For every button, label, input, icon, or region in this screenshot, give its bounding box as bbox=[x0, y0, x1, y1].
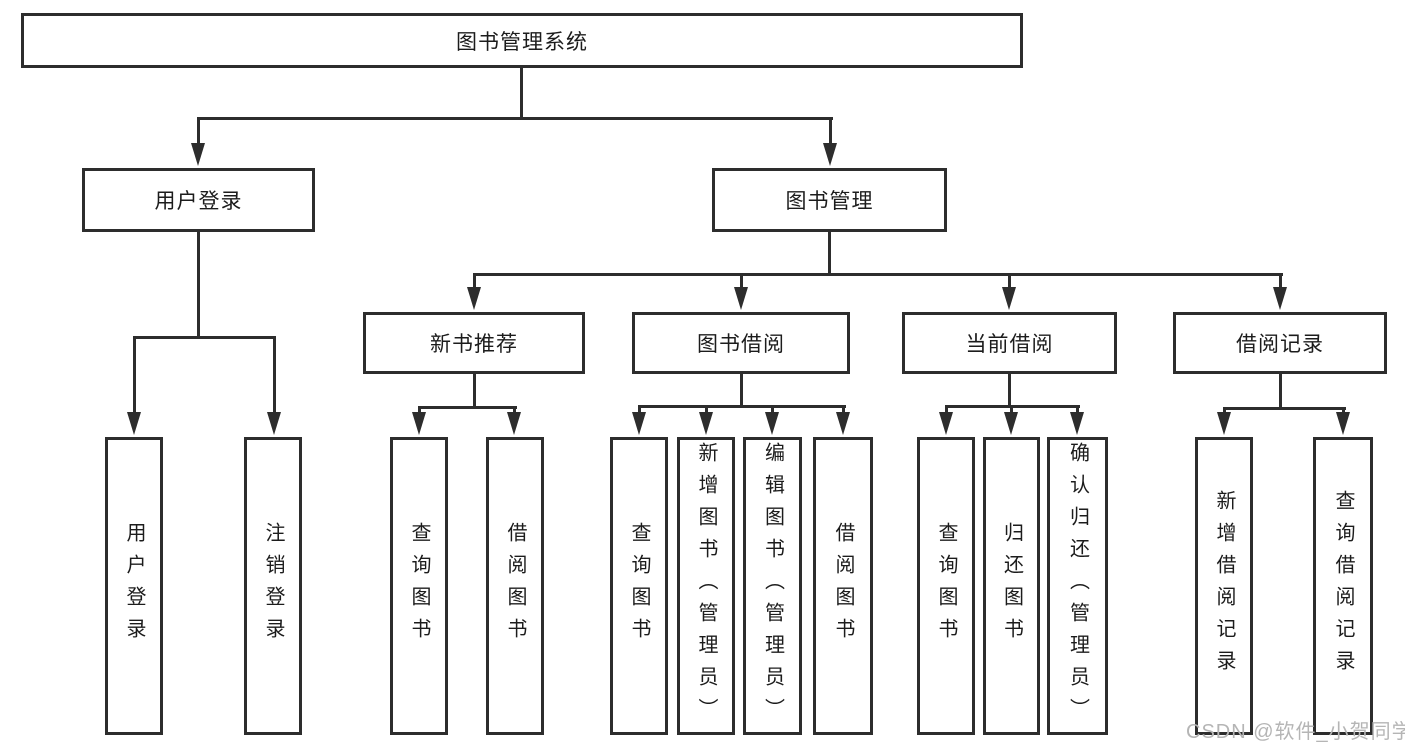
connector-current-borrow-stem bbox=[1008, 374, 1011, 408]
leaf-current-return-books: 归还图书 bbox=[983, 437, 1040, 735]
node-current-borrow: 当前借阅 bbox=[902, 312, 1117, 374]
leaf-current-return-books-label: 归还图书 bbox=[1000, 522, 1023, 650]
connector-drop-bb-query bbox=[638, 405, 641, 416]
connector-drop-bb-borrow bbox=[842, 405, 845, 416]
connector-drop-nb-borrow bbox=[513, 406, 516, 416]
node-user-login: 用户登录 bbox=[82, 168, 315, 232]
leaf-current-confirm-return-admin: 确认归还（管理员） bbox=[1047, 437, 1108, 735]
arrowhead-book-mgmt bbox=[823, 143, 837, 166]
connector-user-login-hbar bbox=[133, 336, 276, 339]
arrowhead-bb-add bbox=[699, 412, 713, 435]
connector-book-borrow-hbar bbox=[638, 405, 846, 408]
connector-drop-br-add bbox=[1223, 407, 1226, 416]
leaf-record-add-record-label: 新增借阅记录 bbox=[1213, 490, 1235, 682]
connector-new-book-stem bbox=[473, 374, 476, 409]
leaf-borrow-edit-books-admin: 编辑图书（管理员） bbox=[743, 437, 802, 735]
leaf-user-login-label: 用户登录 bbox=[123, 522, 145, 650]
connector-drop-borrow-record bbox=[1279, 273, 1282, 291]
connector-borrow-record-hbar bbox=[1223, 407, 1346, 410]
arrowhead-nb-borrow bbox=[507, 412, 521, 435]
arrowhead-cb-return bbox=[1004, 412, 1018, 435]
node-new-book-label: 新书推荐 bbox=[430, 333, 518, 356]
connector-drop-user-login bbox=[197, 117, 200, 147]
connector-book-mgmt-stem bbox=[828, 232, 831, 276]
connector-drop-cb-confirm bbox=[1076, 405, 1079, 416]
node-user-login-label: 用户登录 bbox=[154, 190, 243, 213]
leaf-current-query-books-label: 查询图书 bbox=[935, 522, 957, 650]
connector-drop-cb-return bbox=[1010, 405, 1013, 416]
connector-drop-bb-edit bbox=[771, 405, 774, 416]
connector-drop-leaf-login bbox=[133, 336, 136, 416]
node-book-mgmt-label: 图书管理 bbox=[785, 190, 874, 213]
connector-book-mgmt-hbar bbox=[473, 273, 1283, 276]
arrowhead-bb-borrow bbox=[836, 412, 850, 435]
node-new-book: 新书推荐 bbox=[363, 312, 585, 374]
leaf-record-add-record: 新增借阅记录 bbox=[1195, 437, 1253, 735]
arrowhead-leaf-login bbox=[127, 412, 141, 435]
leaf-record-query-record-label: 查询借阅记录 bbox=[1332, 490, 1354, 682]
arrowhead-new-book bbox=[467, 287, 481, 310]
leaf-borrow-borrow-books-label: 借阅图书 bbox=[832, 522, 854, 650]
leaf-newbook-query-books-label: 查询图书 bbox=[408, 522, 430, 650]
arrowhead-book-borrow bbox=[734, 287, 748, 310]
leaf-borrow-query-books-label: 查询图书 bbox=[628, 522, 650, 650]
node-book-mgmt: 图书管理 bbox=[712, 168, 947, 232]
leaf-newbook-query-books: 查询图书 bbox=[390, 437, 448, 735]
connector-user-login-stem bbox=[197, 232, 200, 339]
connector-drop-cb-query bbox=[945, 405, 948, 416]
leaf-borrow-add-books-admin-label: 新增图书（管理员） bbox=[695, 442, 717, 730]
connector-drop-leaf-logout bbox=[273, 336, 276, 416]
connector-drop-book-mgmt bbox=[829, 117, 832, 147]
arrowhead-cb-confirm bbox=[1070, 412, 1084, 435]
arrowhead-nb-query bbox=[412, 412, 426, 435]
connector-new-book-hbar bbox=[418, 406, 517, 409]
leaf-newbook-borrow-books: 借阅图书 bbox=[486, 437, 544, 735]
arrowhead-leaf-logout bbox=[267, 412, 281, 435]
arrowhead-cb-query bbox=[939, 412, 953, 435]
connector-root-stem bbox=[520, 68, 523, 120]
connector-drop-nb-query bbox=[418, 406, 421, 416]
connector-drop-book-borrow bbox=[740, 273, 743, 291]
leaf-user-login: 用户登录 bbox=[105, 437, 163, 735]
connector-drop-bb-add bbox=[705, 405, 708, 416]
arrowhead-current-borrow bbox=[1002, 287, 1016, 310]
connector-drop-current-borrow bbox=[1008, 273, 1011, 291]
csdn-watermark: CSDN @软件_小贺同学 bbox=[1186, 721, 1405, 743]
connector-drop-br-query bbox=[1342, 407, 1345, 416]
leaf-logout: 注销登录 bbox=[244, 437, 302, 735]
node-root-label: 图书管理系统 bbox=[456, 30, 588, 54]
connector-drop-new-book bbox=[473, 273, 476, 291]
connector-borrow-record-stem bbox=[1279, 374, 1282, 410]
leaf-current-query-books: 查询图书 bbox=[917, 437, 975, 735]
node-borrow-record-label: 借阅记录 bbox=[1236, 333, 1324, 356]
node-book-borrow-label: 图书借阅 bbox=[697, 333, 785, 356]
leaf-newbook-borrow-books-label: 借阅图书 bbox=[504, 522, 526, 650]
node-borrow-record: 借阅记录 bbox=[1173, 312, 1387, 374]
arrowhead-br-query bbox=[1336, 412, 1350, 435]
leaf-logout-label: 注销登录 bbox=[262, 522, 284, 650]
node-current-borrow-label: 当前借阅 bbox=[965, 333, 1054, 356]
leaf-current-confirm-return-admin-label: 确认归还（管理员） bbox=[1066, 442, 1089, 730]
arrowhead-bb-query bbox=[632, 412, 646, 435]
arrowhead-br-add bbox=[1217, 412, 1231, 435]
arrowhead-bb-edit bbox=[765, 412, 779, 435]
connector-root-hbar bbox=[197, 117, 833, 120]
connector-book-borrow-stem bbox=[740, 374, 743, 408]
leaf-borrow-edit-books-admin-label: 编辑图书（管理员） bbox=[761, 442, 784, 730]
leaf-borrow-add-books-admin: 新增图书（管理员） bbox=[677, 437, 735, 735]
node-book-borrow: 图书借阅 bbox=[632, 312, 850, 374]
arrowhead-borrow-record bbox=[1273, 287, 1287, 310]
leaf-borrow-borrow-books: 借阅图书 bbox=[813, 437, 873, 735]
leaf-borrow-query-books: 查询图书 bbox=[610, 437, 668, 735]
node-root: 图书管理系统 bbox=[21, 13, 1023, 68]
arrowhead-user-login bbox=[191, 143, 205, 166]
leaf-record-query-record: 查询借阅记录 bbox=[1313, 437, 1373, 735]
